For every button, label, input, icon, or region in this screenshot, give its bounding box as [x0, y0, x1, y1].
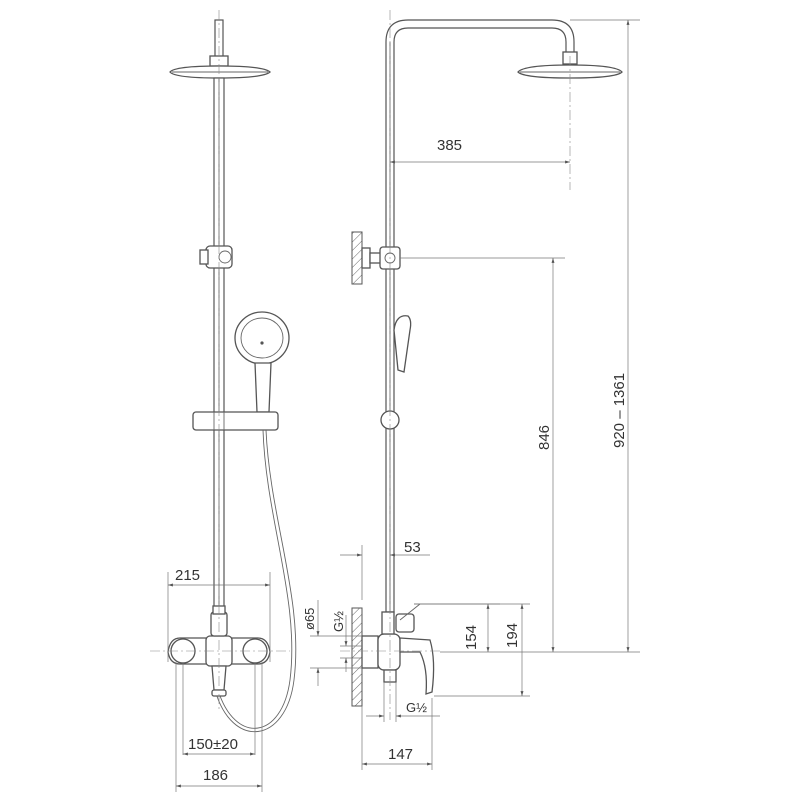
dim-rain-head-reach: 385	[437, 137, 462, 154]
slide-holder-front	[192, 411, 279, 431]
dim-thread-top: G½	[331, 611, 346, 632]
dim-mixer-width: 215	[175, 567, 200, 584]
dim-escutcheon-diameter: ø65	[302, 608, 317, 630]
hand-shower-side	[393, 315, 412, 373]
mixer-body-side	[361, 603, 435, 695]
dim-escutcheon-span: 186	[203, 767, 228, 784]
dim-wall-offset: 53	[404, 539, 421, 556]
front-dimensions: 215 150±20 186	[167, 567, 271, 792]
front-view	[150, 10, 297, 732]
rain-shower-head-front	[169, 19, 272, 79]
wall-bracket-front	[199, 245, 233, 269]
dim-inlet-spacing: 150±20	[188, 736, 238, 753]
side-view	[340, 10, 623, 720]
dim-outlet-height: 194	[504, 623, 521, 648]
dim-thread-bottom: G½	[406, 700, 427, 715]
dim-depth: 147	[388, 746, 413, 763]
shower-hose	[217, 429, 293, 729]
wall-section-lower	[351, 607, 363, 707]
dim-outlet-to-bar: 154	[463, 625, 480, 650]
side-dimensions: 385 846 920 – 1361 53 154 194 ø65	[302, 19, 640, 770]
dim-bar-height: 846	[536, 425, 553, 450]
hand-shower-front	[234, 311, 290, 413]
riser-bar-side	[385, 19, 575, 613]
rain-shower-head-side	[517, 51, 623, 79]
dim-total-height: 920 – 1361	[611, 373, 628, 448]
